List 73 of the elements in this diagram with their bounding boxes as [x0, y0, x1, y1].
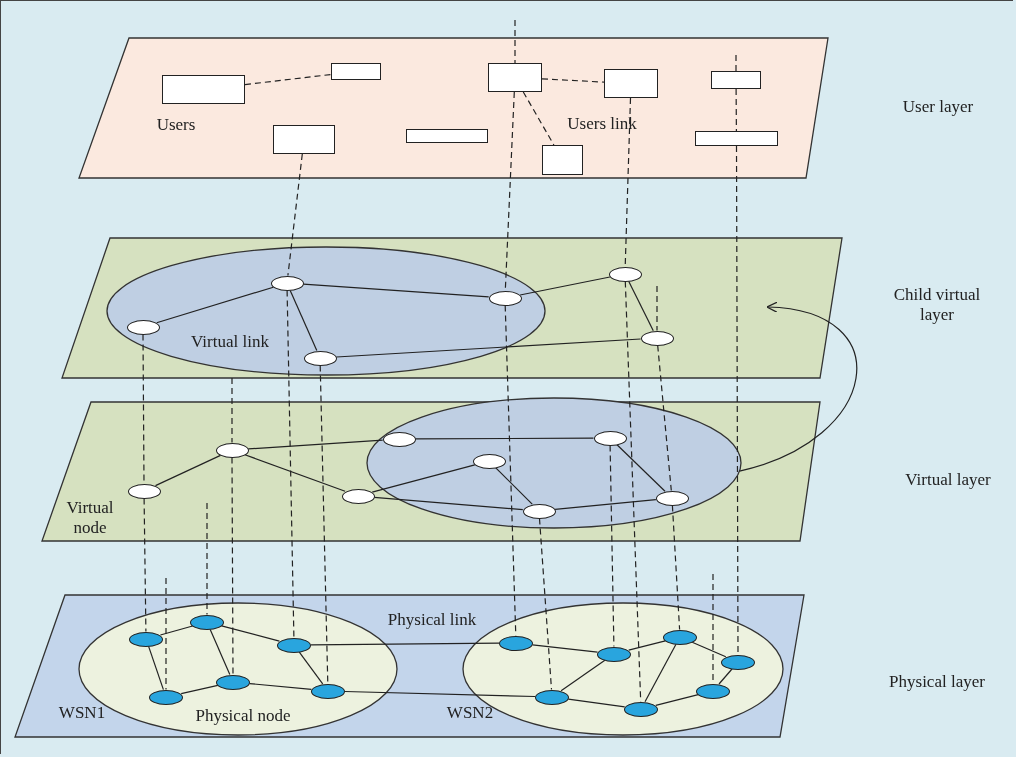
dashed-line	[538, 517, 553, 691]
link-line	[554, 499, 657, 510]
user-box	[711, 71, 761, 89]
user-box	[162, 75, 245, 104]
link-line	[335, 338, 642, 358]
dashed-line	[244, 73, 332, 86]
dashed-line	[165, 577, 167, 691]
dashed-line	[514, 19, 516, 64]
link-line	[371, 464, 476, 493]
link-line	[616, 444, 666, 492]
link-line	[148, 645, 164, 691]
link-line	[519, 276, 611, 296]
annotation-label: Physical link	[386, 610, 478, 630]
dashed-line	[522, 91, 555, 146]
dashed-line	[735, 54, 737, 72]
network-label: WSN1	[57, 703, 107, 723]
link-line	[718, 668, 733, 685]
annotation-label: Virtual link	[190, 332, 270, 352]
link-line	[154, 454, 222, 487]
layer-label: Virtual layer	[904, 470, 992, 490]
user-box	[331, 63, 381, 80]
link-line	[414, 437, 595, 440]
annotation-label: Users	[155, 115, 197, 135]
link-line	[628, 280, 654, 332]
layer-label: Child virtual layer	[892, 285, 982, 325]
curved-arrow	[738, 302, 857, 472]
annotation-label: Physical node	[194, 706, 292, 726]
dashed-line	[287, 153, 303, 277]
link-line	[373, 496, 524, 511]
link-line	[159, 625, 194, 636]
dashed-line	[231, 377, 233, 444]
user-box	[488, 63, 542, 92]
dashed-line	[671, 504, 681, 631]
dashed-line	[206, 502, 208, 616]
link-line	[310, 642, 500, 646]
link-line	[249, 683, 312, 690]
dashed-line	[143, 497, 147, 633]
link-line	[344, 690, 536, 698]
user-box	[604, 69, 658, 98]
link-line	[221, 625, 280, 642]
link-line	[531, 644, 599, 653]
link-line	[495, 467, 533, 505]
network-label: WSN2	[445, 703, 495, 723]
dashed-line	[735, 88, 737, 132]
link-line	[209, 628, 231, 676]
annotation-label: Users link	[566, 114, 638, 134]
link-line	[567, 698, 626, 708]
link-line	[691, 641, 727, 658]
dashed-line	[656, 285, 658, 332]
annotation-label: Virtual node	[65, 498, 115, 538]
link-line	[628, 640, 666, 651]
link-line	[302, 283, 490, 298]
user-box	[406, 129, 488, 143]
link-line	[247, 439, 384, 450]
dashed-line	[231, 456, 234, 676]
link-line	[560, 659, 606, 692]
dashed-line	[286, 289, 295, 639]
dashed-line	[657, 344, 672, 492]
dashed-line	[609, 444, 615, 648]
link-line	[156, 286, 274, 324]
link-line	[644, 643, 677, 703]
layer-label: Physical layer	[888, 672, 986, 692]
link-line	[180, 684, 219, 695]
link-line	[298, 651, 324, 685]
dashed-line	[541, 78, 605, 83]
link-line	[244, 454, 346, 492]
user-box	[695, 131, 778, 146]
link-line	[289, 289, 318, 352]
dashed-line	[504, 304, 517, 637]
layer-label: User layer	[901, 97, 975, 117]
link-line	[655, 694, 699, 706]
user-box	[273, 125, 335, 154]
user-box	[542, 145, 583, 175]
